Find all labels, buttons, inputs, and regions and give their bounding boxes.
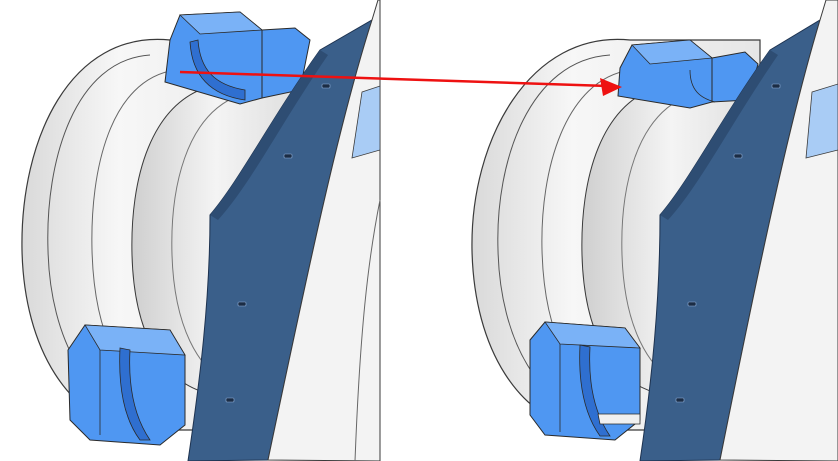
clamp-jaw-bottom — [529, 321, 641, 441]
panel-before — [21, 0, 381, 461]
clamp-jaw-bottom — [67, 324, 186, 446]
panel-after — [471, 0, 838, 461]
right-drum — [267, 0, 381, 461]
right-drum-line — [354, 199, 381, 461]
plate-bolts — [675, 83, 781, 403]
plate-edge — [660, 50, 778, 220]
inspection-window — [805, 83, 838, 159]
clamp-jaw-top — [164, 11, 311, 105]
right-drum — [719, 0, 838, 461]
inspection-window — [351, 85, 381, 159]
movement-arrow — [179, 70, 622, 96]
plate-bolts — [225, 83, 331, 403]
plate-edge — [210, 50, 328, 220]
